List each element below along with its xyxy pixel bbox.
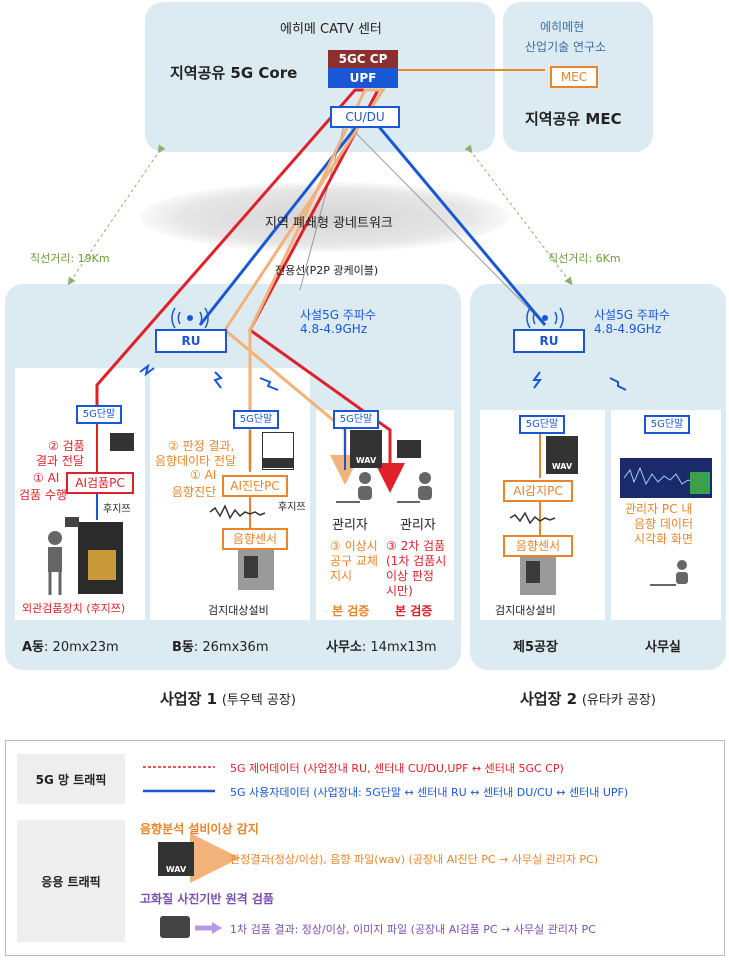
office-verify1: 본 검증 (332, 604, 370, 618)
a-terminal-box: 5G단말 (76, 405, 122, 424)
factory5-terminal-box: 5G단말 (519, 415, 565, 434)
distance-right-label: 직선거리: 6Km (548, 252, 621, 265)
b-step2-1: ② 판정 결과, (168, 439, 235, 453)
office-manager2: 관리자 (400, 518, 436, 533)
office-s3b-2: (1차 검품시 (386, 554, 447, 568)
a-step2-2: 결과 전달 (36, 454, 84, 468)
site2-freq-1: 사설5G 주파수 (594, 308, 670, 322)
distance-line-left (67, 144, 166, 286)
a-building-name: A동: 20mx23m (22, 636, 119, 655)
office-wav-icon: WAV (350, 430, 382, 468)
office-s3b-3: 이상 판정 (386, 569, 434, 583)
closed-network-label: 지역 폐쇄형 광네트워크 (265, 216, 393, 231)
legend-net-label: 5G 망 트래픽 (17, 754, 125, 804)
office-name-bold: 사무소 (326, 640, 362, 655)
site1-title-bold: 사업장 1 (160, 690, 218, 708)
optical-network-ellipse (140, 182, 510, 252)
office2-desc-2: 음향 데이터 (634, 517, 694, 531)
cudu-box: CU/DU (330, 106, 400, 128)
a-building-name-bold: A동 (22, 640, 45, 655)
catv-center-name: 에히메 CATV 센터 (280, 22, 382, 37)
office-s3a-2: 공구 교체 (330, 554, 378, 568)
legend-photo-icon (160, 916, 190, 938)
b-step1-1: ① AI (190, 468, 217, 482)
site1-title: 사업장 1 (투우텍 공장) (160, 688, 296, 709)
ai-detection-pc-box: AI감지PC (503, 480, 573, 502)
office2-desc-1: 관리자 PC 내 (625, 502, 693, 516)
site2-freq-2: 4.8-4.9GHz (594, 322, 662, 336)
office-s3a-3: 지시 (330, 569, 353, 583)
core-label: 지역공유 5G Core (170, 64, 298, 82)
legend-box (5, 740, 725, 956)
legend-app-label: 응용 트래픽 (17, 820, 125, 942)
b-equipment-label: 검지대상설비 (208, 604, 269, 617)
a-device-label: 외관검품장치 (후지쯔) (22, 602, 126, 615)
blue-user-line-site2 (373, 121, 547, 326)
factory5-wav-icon: WAV (546, 436, 578, 474)
office-name: 사무소: 14mx13m (326, 636, 437, 655)
legend-sound-desc: 판정결과(정상/이상), 음향 파일(wav) (공장내 AI진단 PC → 사… (230, 853, 599, 866)
site2-title-bold: 사업장 2 (520, 690, 578, 708)
institute-name-2: 산업기술 연구소 (525, 40, 607, 54)
b-building-name: B동: 26mx36m (172, 636, 269, 655)
ai-diagnosis-pc-box: AI진단PC (222, 475, 288, 497)
office-size: : 14mx13m (361, 640, 437, 655)
office-terminal-box: 5G단말 (333, 410, 379, 429)
b-sound-sensor-box: 음향센서 (222, 528, 288, 550)
5gc-cp-box: 5GC CP (328, 50, 398, 68)
site1-freq-1: 사설5G 주파수 (300, 308, 376, 322)
site1-title-sub: (투우텍 공장) (221, 693, 296, 708)
legend-user-text: 5G 사용자데이터 (사업장내: 5G단말 ↔ 센터내 RU ↔ 센터내 DU/… (230, 786, 629, 799)
legend-sound-title: 음향분석 설비이상 감지 (140, 822, 259, 836)
mec-label: 지역공유 MEC (525, 110, 622, 128)
site2-title-sub: (유타카 공장) (581, 693, 656, 708)
site2-title: 사업장 2 (유타카 공장) (520, 688, 656, 709)
office-s3b-4: 시만) (386, 584, 413, 598)
a-step2-1: ② 검품 (48, 439, 85, 453)
b-wav-icon-fill (263, 458, 293, 468)
b-step1-2: 음향진단 (172, 485, 217, 499)
a-building-size: : 20mx23m (44, 640, 119, 655)
factory5-equipment-label: 검지대상설비 (495, 604, 556, 617)
legend-wav-icon: WAV (158, 842, 194, 876)
b-maker-label: 후지쯔 (278, 502, 306, 513)
factory5-sound-sensor-box: 음향센서 (503, 535, 573, 557)
factory5-name: 제5공장 (513, 640, 558, 655)
institute-name-1: 에히메현 (540, 20, 585, 34)
site1-ru-box: RU (155, 329, 227, 353)
distance-line-right (464, 144, 573, 286)
site1-freq-2: 4.8-4.9GHz (300, 322, 368, 336)
b-terminal-box: 5G단말 (233, 410, 279, 429)
office-s3a-1: ③ 이상시 (330, 539, 378, 553)
legend-photo-title: 고화질 사진기반 원격 검품 (140, 892, 274, 906)
upf-box: UPF (328, 68, 398, 88)
legend-control-text: 5G 제어데이터 (사업장내 RU, 센터내 CU/DU,UPF ↔ 센터내 5… (230, 762, 564, 775)
b-building-size: : 26mx36m (193, 640, 269, 655)
legend-photo-desc: 1차 검품 결과: 정상/이상, 이미지 파일 (공장내 AI검품 PC → 사… (230, 923, 596, 936)
a-step1-2: 검품 수행 (19, 488, 67, 502)
mec-box: MEC (550, 66, 598, 88)
distance-left-label: 직선거리: 19Km (30, 252, 110, 265)
ai-inspection-pc-box: AI검품PC (66, 472, 134, 494)
a-maker-label: 후지쯔 (103, 504, 131, 515)
b-step2-2: 음향데이타 전달 (155, 454, 237, 468)
office-verify2: 본 검증 (395, 604, 433, 618)
office-s3b-1: ③ 2차 검품 (386, 539, 446, 553)
office2-desc-3: 시각화 화면 (634, 532, 694, 546)
office2-name: 사무실 (645, 640, 681, 655)
office2-terminal-box: 5G단말 (644, 415, 690, 434)
site2-ru-box: RU (513, 329, 585, 353)
a-step1-1: ① AI (33, 471, 60, 485)
leased-line-label: 전용선(P2P 광케이블) (275, 264, 379, 277)
catv-center-panel (145, 2, 495, 152)
b-building-name-bold: B동 (172, 640, 194, 655)
office-manager1: 관리자 (332, 518, 368, 533)
room-office (316, 410, 454, 620)
